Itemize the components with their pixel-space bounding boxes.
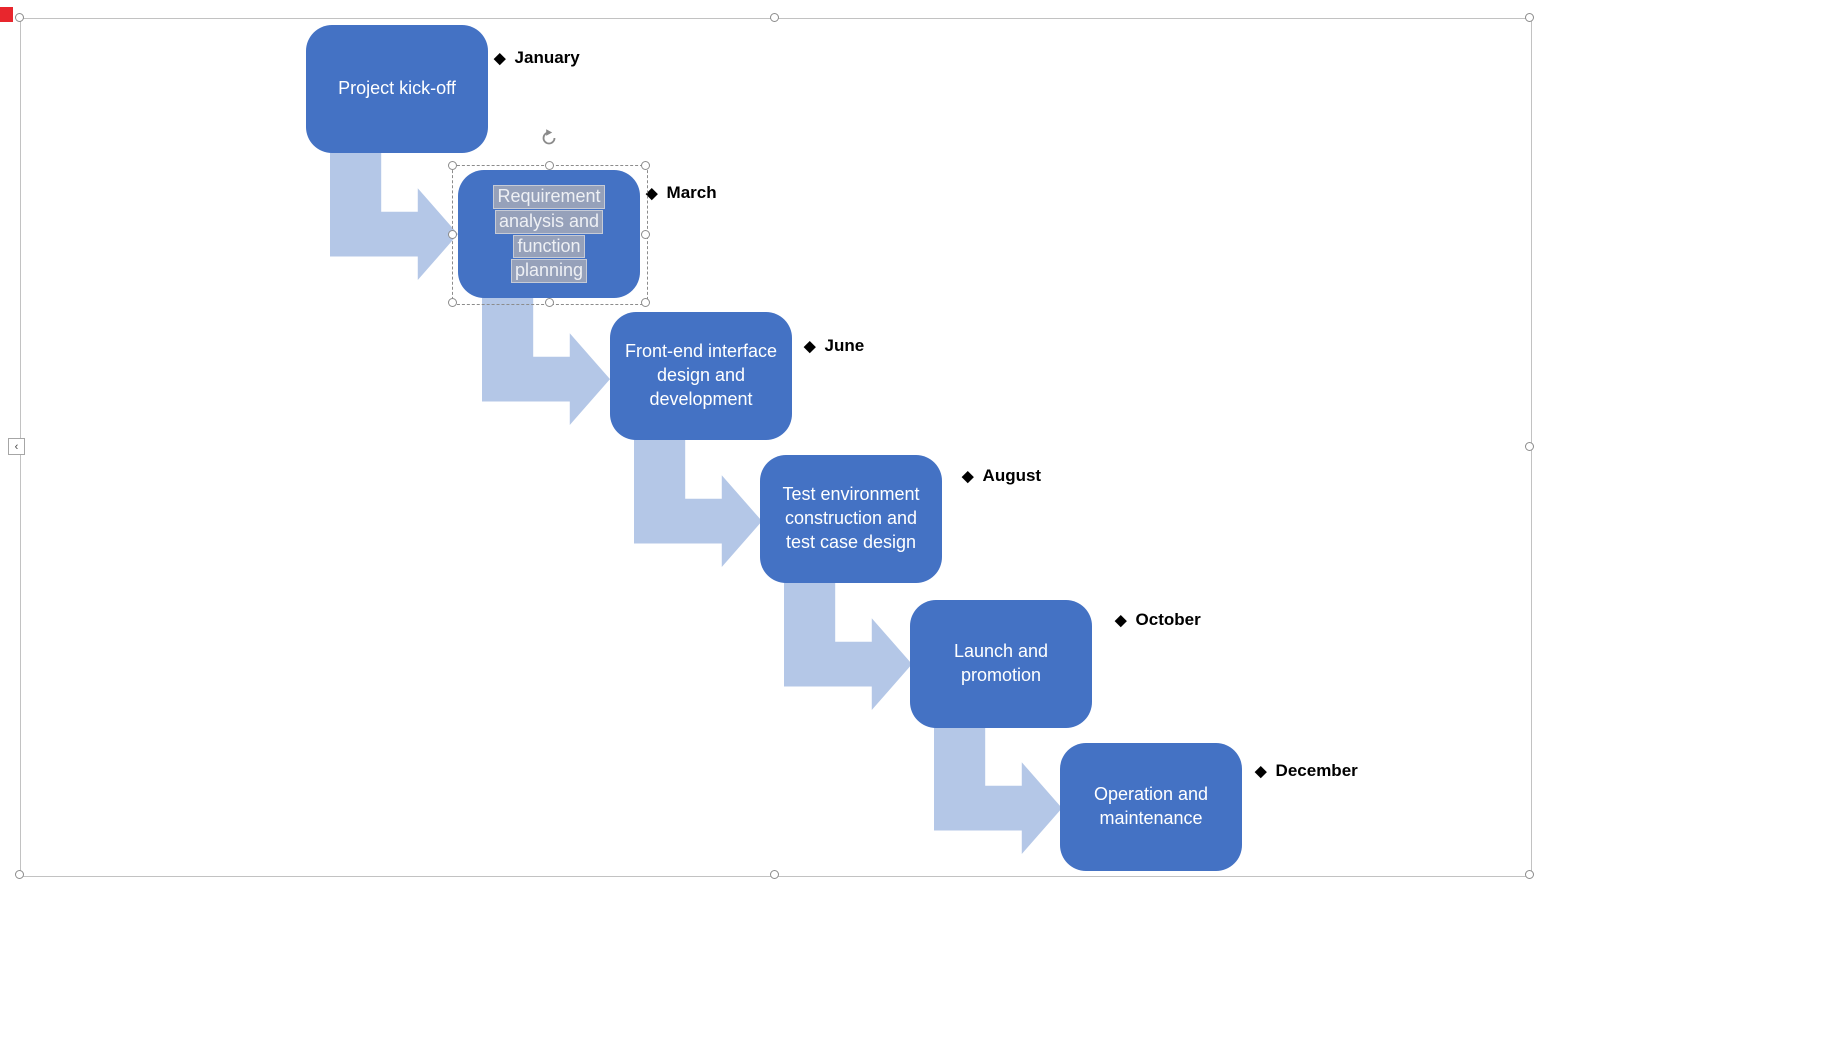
step-box-project-kickoff[interactable]: Project kick-off [306, 25, 488, 153]
selected-text-line: function [513, 234, 585, 259]
bent-arrow[interactable] [784, 582, 912, 710]
diamond-bullet-icon: ◆ [1255, 762, 1267, 780]
text-pane-toggle-button[interactable]: ‹ [8, 438, 25, 455]
month-text: December [1275, 761, 1358, 780]
bent-arrow[interactable] [330, 152, 458, 280]
chevron-left-icon: ‹ [14, 440, 19, 453]
frame-handle[interactable] [1525, 442, 1534, 451]
month-label-march[interactable]: ◆ March [646, 183, 717, 203]
diamond-bullet-icon: ◆ [962, 467, 974, 485]
selection-handle[interactable] [448, 230, 457, 239]
step-label: Front-end interface design and developme… [624, 341, 778, 409]
month-text: August [982, 466, 1042, 485]
frame-handle[interactable] [770, 13, 779, 22]
diamond-bullet-icon: ◆ [804, 337, 816, 355]
red-corner-marker [0, 7, 13, 22]
step-label: Test environment construction and test c… [782, 484, 920, 552]
frame-handle[interactable] [15, 870, 24, 879]
month-text: January [514, 48, 580, 67]
selection-handle[interactable] [545, 298, 554, 307]
month-label-june[interactable]: ◆ June [804, 336, 864, 356]
selection-handle[interactable] [448, 298, 457, 307]
step-box-requirement-analysis[interactable]: Requirement analysis and function planni… [458, 170, 640, 298]
month-label-october[interactable]: ◆ October [1115, 610, 1201, 630]
step-box-operation-maintenance[interactable]: Operation and maintenance [1060, 743, 1242, 871]
selection-handle[interactable] [545, 161, 554, 170]
bent-arrow[interactable] [934, 726, 1062, 854]
diamond-bullet-icon: ◆ [494, 49, 506, 67]
selection-handle[interactable] [641, 298, 650, 307]
selected-text-line: analysis and [494, 209, 604, 234]
month-text: June [824, 336, 865, 355]
diamond-bullet-icon: ◆ [646, 184, 658, 202]
frame-handle[interactable] [1525, 13, 1534, 22]
month-text: October [1135, 610, 1201, 629]
frame-handle[interactable] [1525, 870, 1534, 879]
smartart-bounding-frame [20, 18, 1532, 877]
selected-text-line: Requirement [493, 184, 605, 209]
bent-arrow[interactable] [482, 297, 610, 425]
frame-handle[interactable] [15, 13, 24, 22]
step-label: Operation and maintenance [1093, 784, 1209, 828]
bent-arrow[interactable] [634, 439, 762, 567]
step-label: Launch and promotion [953, 641, 1049, 685]
month-label-january[interactable]: ◆ January [494, 48, 580, 68]
selection-rect [452, 165, 648, 305]
step-box-test-environment[interactable]: Test environment construction and test c… [760, 455, 942, 583]
selected-text-line: planning [510, 259, 588, 284]
step-box-frontend-design[interactable]: Front-end interface design and developme… [610, 312, 792, 440]
selection-handle[interactable] [641, 230, 650, 239]
diamond-bullet-icon: ◆ [1115, 611, 1127, 629]
month-label-august[interactable]: ◆ August [962, 466, 1041, 486]
selection-handle[interactable] [641, 161, 650, 170]
selected-text-block: Requirement analysis and function planni… [493, 184, 605, 284]
step-box-launch-promotion[interactable]: Launch and promotion [910, 600, 1092, 728]
rotate-handle-icon[interactable] [539, 128, 559, 148]
month-text: March [666, 183, 717, 202]
step-label: Project kick-off [338, 78, 456, 99]
selection-handle[interactable] [448, 161, 457, 170]
frame-handle[interactable] [770, 870, 779, 879]
month-label-december[interactable]: ◆ December [1255, 761, 1358, 781]
